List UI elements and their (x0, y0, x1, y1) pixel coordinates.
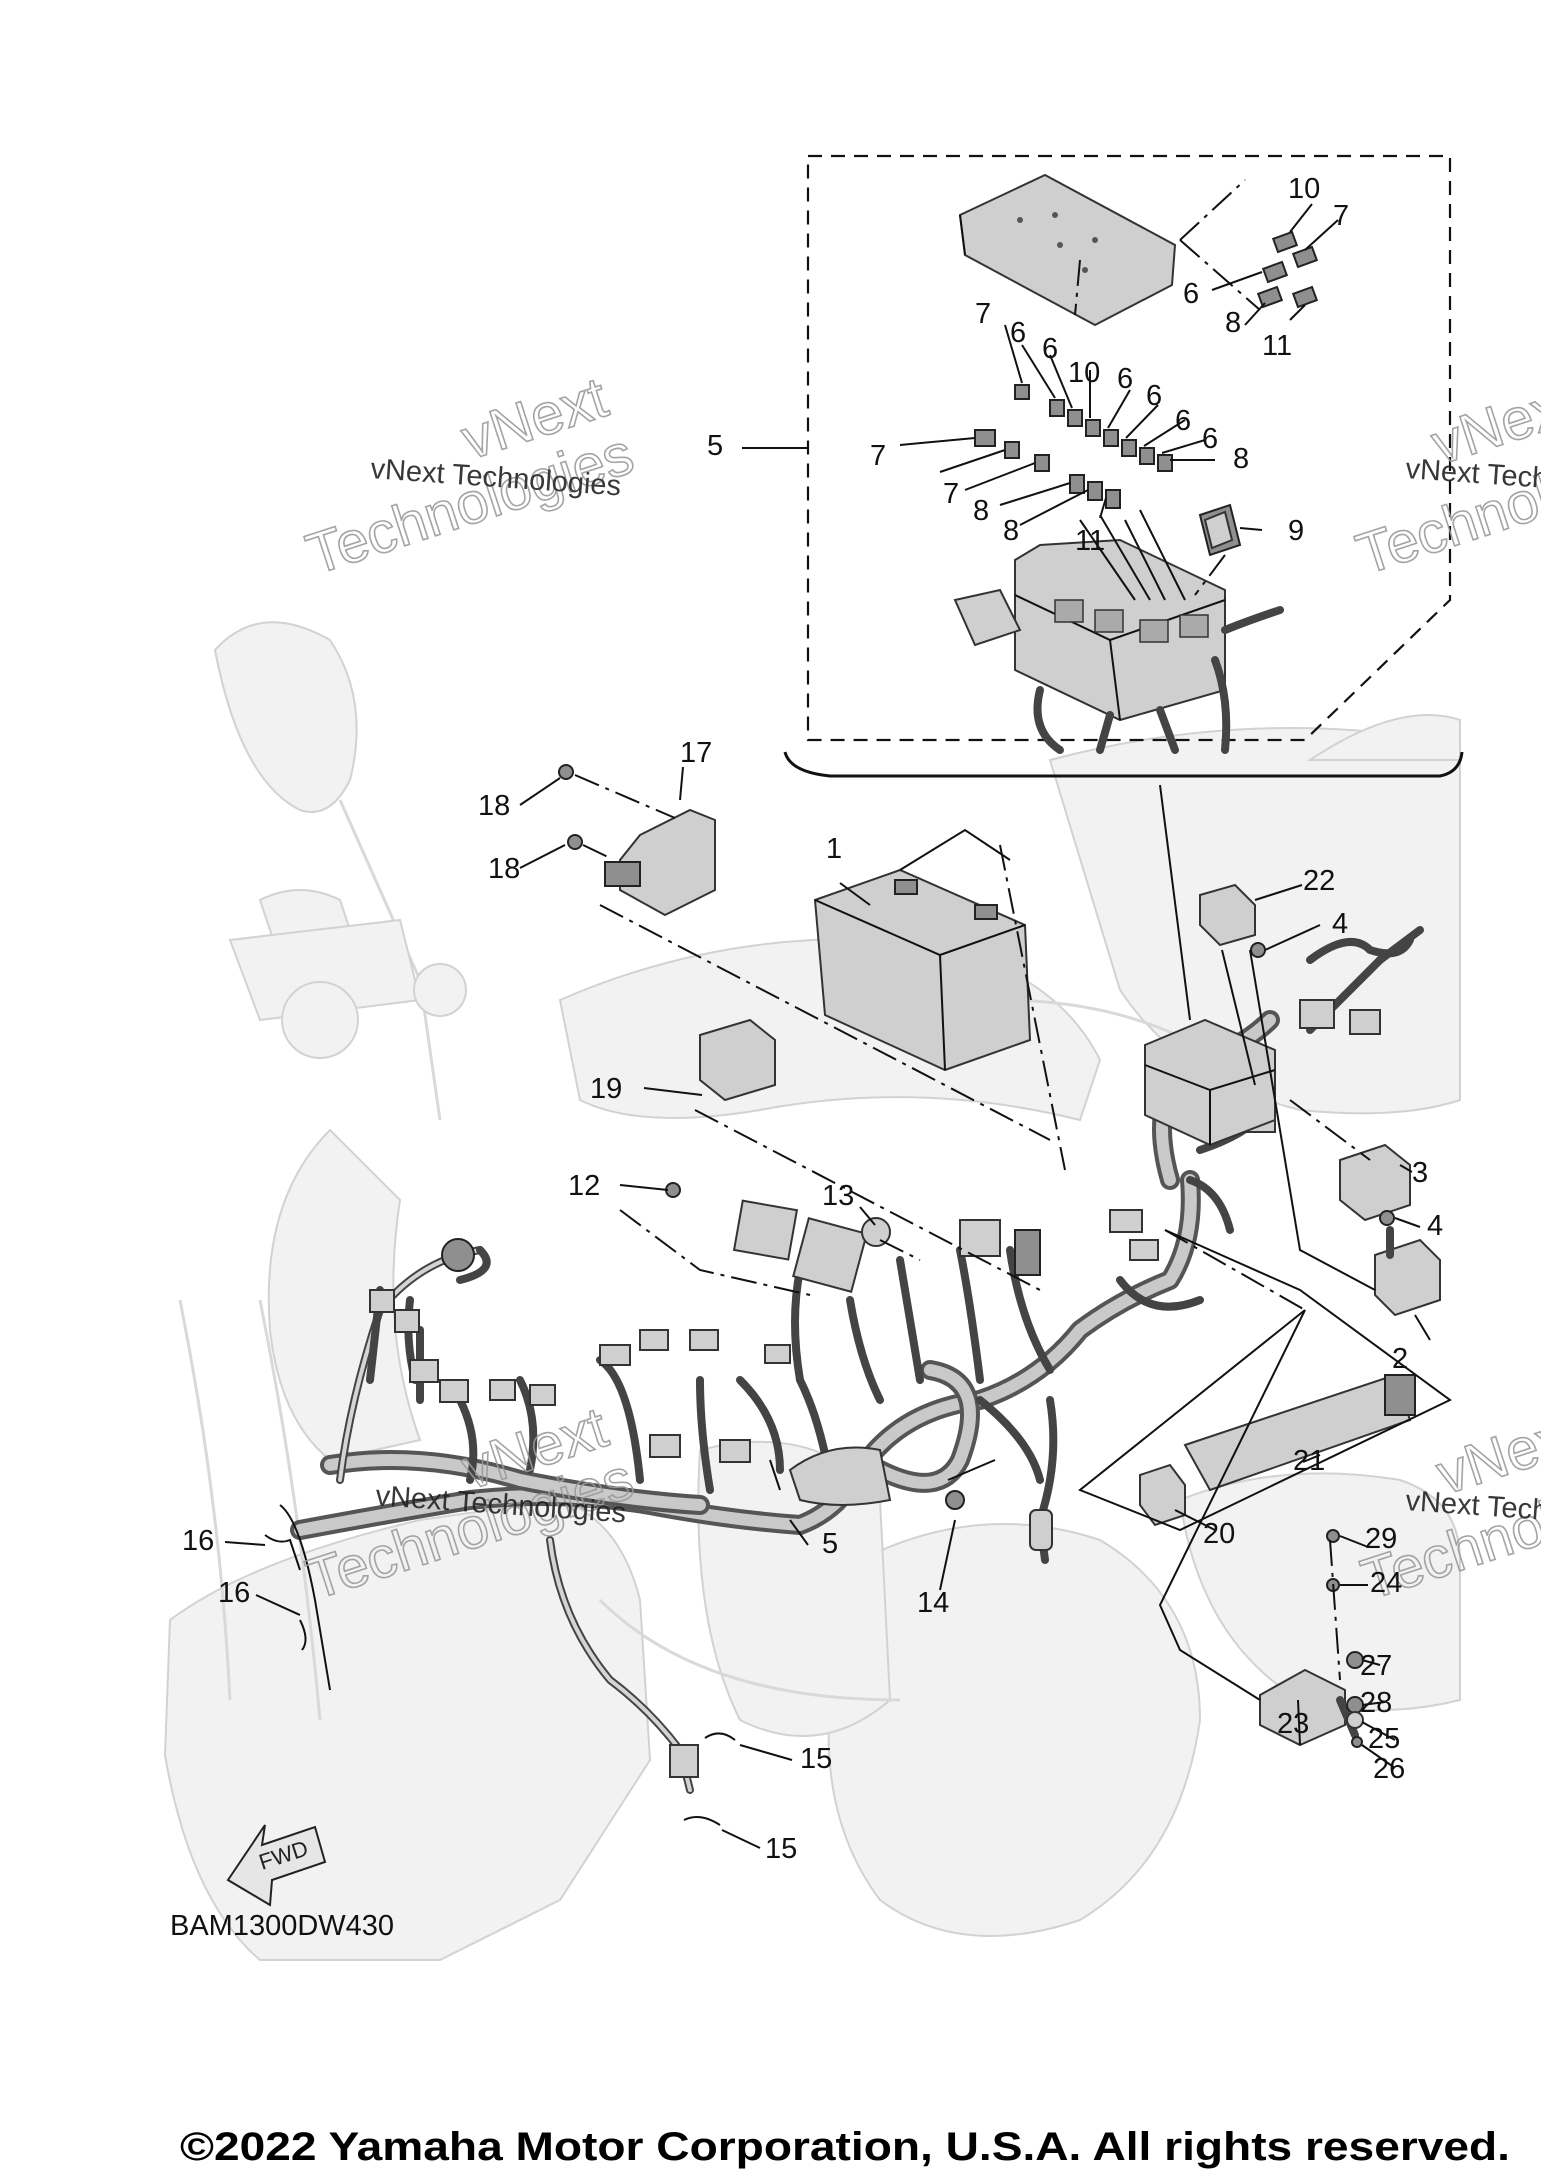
callout-label: 4 (1427, 1210, 1443, 1242)
callout-label: 14 (917, 1587, 949, 1619)
callout-label: 8 (1003, 515, 1019, 547)
callout-label: 5 (707, 430, 723, 462)
callout-label: 22 (1303, 865, 1335, 897)
relay-3 (1339, 1143, 1411, 1222)
callout-label: 17 (680, 737, 712, 769)
small-hardware (264, 764, 1395, 1826)
callout-label: 6 (1117, 363, 1133, 395)
callout-label: 24 (1370, 1567, 1402, 1599)
callout-label: 8 (1225, 307, 1241, 339)
callout-label: 11 (1075, 525, 1105, 557)
callout-label: 6 (1175, 405, 1191, 437)
relay-22 (1199, 883, 1256, 947)
callout-label: 9 (1288, 515, 1304, 547)
callout-label: 27 (1360, 1650, 1392, 1682)
callout-label: 18 (478, 790, 510, 822)
callout-label: 6 (1010, 317, 1026, 349)
callout-label: 4 (1332, 908, 1348, 940)
callout-label: 16 (218, 1577, 250, 1609)
fuse-box-inset (783, 154, 1464, 778)
callout-label: 6 (1146, 380, 1162, 412)
callout-label: 12 (568, 1170, 600, 1202)
callout-label: 6 (1183, 278, 1199, 310)
callout-label: 15 (800, 1743, 832, 1775)
forward-arrow (226, 1824, 327, 1907)
part-21-cover (1183, 1373, 1416, 1492)
callout-label: 18 (488, 853, 520, 885)
callout-label: 3 (1412, 1157, 1428, 1189)
callout-label: 7 (975, 298, 991, 330)
callout-label: 1 (826, 833, 842, 865)
main-fuse-box-assembly (1144, 1018, 1276, 1147)
callout-label: 6 (1042, 333, 1058, 365)
callout-label: 19 (590, 1073, 622, 1105)
callout-label: 28 (1360, 1687, 1392, 1719)
callout-label: 6 (1202, 423, 1218, 455)
callout-label: 10 (1288, 173, 1320, 205)
fuse-box-cover (958, 173, 1177, 327)
callout-label: 29 (1365, 1523, 1397, 1555)
callout-label: 13 (822, 1180, 854, 1212)
callout-label: 7 (1333, 200, 1349, 232)
callout-label: 2 (1392, 1343, 1408, 1375)
callout-leader-lines (224, 203, 1431, 1849)
callout-label: 8 (973, 495, 989, 527)
ecu-17 (604, 808, 716, 917)
callout-label: 16 (182, 1525, 214, 1557)
battery (813, 868, 1032, 1072)
callout-label: 8 (1233, 443, 1249, 475)
drawing-code: BAM1300DW430 (170, 1910, 394, 1942)
fuse-set (974, 230, 1319, 557)
callout-label: 23 (1277, 1708, 1309, 1740)
callout-label: 7 (870, 440, 886, 472)
callout-label: 11 (1262, 330, 1292, 362)
main-wiring-harness (290, 926, 1424, 1794)
callout-label: 25 (1368, 1723, 1400, 1755)
callout-label: 5 (822, 1528, 838, 1560)
callout-label: 21 (1293, 1445, 1325, 1477)
callout-label: 20 (1203, 1518, 1235, 1550)
callout-label: 26 (1373, 1753, 1405, 1785)
copyright-notice: ©2022 Yamaha Motor Corporation, U.S.A. A… (180, 2125, 1510, 2169)
relay-19 (699, 1018, 776, 1102)
callout-label: 7 (943, 478, 959, 510)
callout-numbers: 1 2 3 4 4 5 5 6 6 6 6 6 6 6 7 7 7 7 8 8 … (182, 173, 1443, 1865)
fuse-box-base (953, 538, 1284, 754)
relay-2 (1374, 1226, 1441, 1317)
assembly-leader-lines (574, 774, 1452, 1701)
callout-label: 15 (765, 1833, 797, 1865)
callout-label: 10 (1068, 357, 1100, 389)
